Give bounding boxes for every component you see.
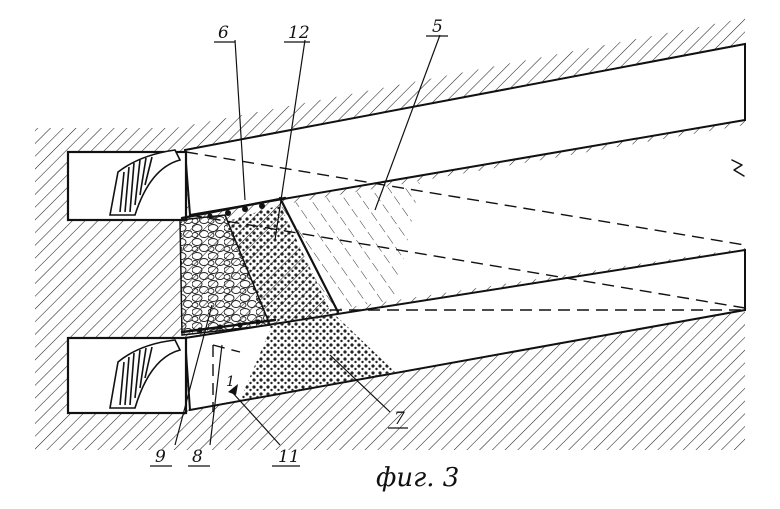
label-9: 9 xyxy=(155,447,166,467)
label-6: 6 xyxy=(218,23,229,43)
break-mark xyxy=(731,159,745,177)
leader-lines xyxy=(174,34,441,446)
lower-plate xyxy=(180,318,277,334)
label-7: 7 xyxy=(394,409,405,429)
upper-plate xyxy=(180,196,340,314)
label-8: 8 xyxy=(192,447,203,467)
upper-drift xyxy=(183,42,746,217)
upper-heading xyxy=(66,149,188,222)
arrow-marker xyxy=(228,384,238,395)
label-12: 12 xyxy=(288,23,310,43)
label-5: 5 xyxy=(432,17,443,37)
label-11: 11 xyxy=(278,447,300,467)
label-1: 1 xyxy=(226,374,235,390)
figure-caption: фиг. 3 xyxy=(376,463,459,493)
ore-block-hatch xyxy=(280,182,420,310)
lower-heading xyxy=(66,336,188,415)
broken-ore-zone xyxy=(225,205,395,400)
dashed-lines xyxy=(185,151,746,412)
